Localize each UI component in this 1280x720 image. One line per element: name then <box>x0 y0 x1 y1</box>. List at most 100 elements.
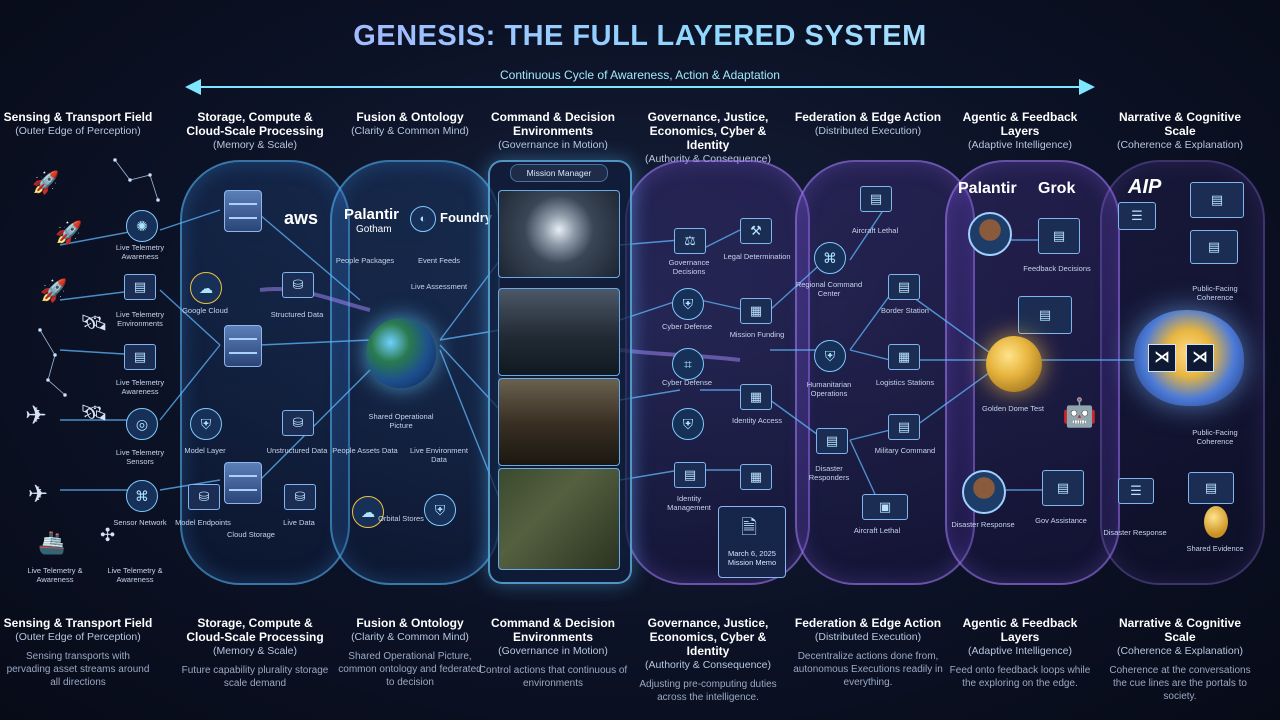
label-cyber-defense: Cyber Defense <box>661 322 713 331</box>
label-live-telemetry: Live Telemetry Awareness <box>115 243 165 261</box>
label-legal-determination: Legal Determination <box>723 252 791 261</box>
layer-title: Fusion & Ontology <box>356 110 464 124</box>
layer-title: Command & Decision Environments <box>490 616 616 644</box>
monitor-icon: ▤ <box>860 186 892 212</box>
label-mission-funding: Mission Funding <box>729 330 785 339</box>
label-event-feeds: Event Feeds <box>417 256 461 265</box>
layer-title: Sensing & Transport Field <box>3 110 153 124</box>
label-model-layer: Model Layer <box>184 446 226 455</box>
monitor-icon: ▤ <box>888 274 920 300</box>
grok-logo: Grok <box>1038 180 1076 197</box>
rocket-icon: 🚀 <box>32 170 60 195</box>
layer-subtitle: (Coherence & Explanation) <box>1116 645 1244 657</box>
chat-bubble-icon: ☰ <box>1118 202 1156 230</box>
server-icon <box>224 325 262 367</box>
database-icon: ⛁ <box>284 484 316 510</box>
layer-title: Command & Decision Environments <box>490 110 616 138</box>
brain-icon: ⋊ ⋊ <box>1134 310 1244 406</box>
label-humanitarian: Humanitarian Operations <box>806 380 852 398</box>
satellite-icon: 🛰 <box>80 310 108 335</box>
label-sensor-network: Sensor Network <box>113 518 167 527</box>
cycle-label: Continuous Cycle of Awareness, Action & … <box>500 68 780 82</box>
label-border-station: Border Station <box>881 306 929 315</box>
monitor-icon: ▤ <box>816 428 848 454</box>
layer-title: Fusion & Ontology <box>356 616 464 630</box>
layer-description: Future capability plurality storage scal… <box>181 665 329 689</box>
x-ai-logo-icon: ⋊ <box>1186 344 1214 372</box>
vehicle-icon: ▣ <box>862 494 908 520</box>
layer-title: Federation & Edge Action <box>794 616 942 630</box>
map-feed[interactable] <box>498 468 620 570</box>
shield-icon: ⛨ <box>190 408 222 440</box>
layer-header-fusion: Fusion & Ontology (Clarity & Common Mind… <box>335 110 485 138</box>
label-people-assets: People Assets Data <box>332 446 398 455</box>
layer-title: Agentic & Feedback Layers <box>962 616 1078 644</box>
layer-subtitle: (Coherence & Explanation) <box>1116 139 1244 151</box>
label-disaster-response: Disaster Response <box>951 520 1015 529</box>
agent-avatar <box>968 212 1012 256</box>
aws-logo: aws <box>284 208 319 228</box>
layer-title: Federation & Edge Action <box>794 110 942 124</box>
monitor-icon: ▤ <box>1190 230 1238 264</box>
google-cloud-icon: ☁ <box>190 272 222 304</box>
tactical-feed[interactable] <box>498 378 620 466</box>
constellation-lines <box>38 158 160 397</box>
label-live-environment: Live Environment Data <box>410 446 468 464</box>
memo-document[interactable]: 🗎 March 6, 2025 Mission Memo <box>718 506 786 578</box>
layer-footer-governance: Governance, Justice, Economics, Cyber & … <box>633 616 783 704</box>
layer-footer-fusion: Fusion & Ontology (Clarity & Common Mind… <box>335 616 485 689</box>
label-aircraft: Aircraft Lethal <box>851 226 899 235</box>
server-icon <box>224 190 262 232</box>
foundry-logo: Foundry <box>440 210 492 225</box>
label-gov-decisions: Governance Decisions <box>668 258 710 276</box>
database-icon: ⛁ <box>282 272 314 298</box>
monitor-icon: ▤ <box>888 414 920 440</box>
label-cloud-storage: Cloud Storage <box>227 530 275 539</box>
aircraft-icon: ✈ <box>28 481 49 508</box>
layer-header-federation: Federation & Edge Action (Distributed Ex… <box>793 110 943 138</box>
operations-feed[interactable] <box>498 288 620 376</box>
monitor-icon: ▤ <box>1188 472 1234 504</box>
id-card-icon: ▦ <box>740 298 772 324</box>
layer-title: Governance, Justice, Economics, Cyber & … <box>647 616 769 658</box>
label-military-command: Military Command <box>874 446 936 455</box>
layer-title: Governance, Justice, Economics, Cyber & … <box>647 110 769 152</box>
label-memo: March 6, 2025 Mission Memo <box>727 549 777 567</box>
layer-subtitle: (Clarity & Common Mind) <box>351 631 469 643</box>
label-public-coherence: Public-Facing Coherence <box>1192 284 1238 302</box>
egg-icon <box>1204 506 1228 538</box>
golden-dome-icon <box>986 336 1042 392</box>
layer-description: Feed onto feedback loops while the explo… <box>949 665 1091 689</box>
x-ai-logo-icon: ⋊ <box>1148 344 1176 372</box>
ship-icon: 🚢 <box>38 530 66 555</box>
label-disaster-response: Disaster Response <box>1103 528 1167 537</box>
layer-subtitle: (Governance in Motion) <box>498 139 608 151</box>
satellite-icon: 🛰 <box>80 400 108 425</box>
label-gov-assistance: Gov Assistance <box>1035 516 1087 525</box>
network-icon: ⌘ <box>814 242 846 274</box>
layer-header-storage: Storage, Compute & Cloud-Scale Processin… <box>180 110 330 152</box>
gotham-label: Gotham <box>356 224 392 235</box>
label-public-coherence: Public-Facing Coherence <box>1192 428 1238 446</box>
layer-footer-command: Command & Decision Environments (Governa… <box>478 616 628 690</box>
layer-description: Sensing transports with pervading asset … <box>6 651 150 688</box>
network-icon: ⌗ <box>672 348 704 380</box>
label-google-cloud: Google Cloud <box>182 306 228 315</box>
google-cloud-icon: ☁ <box>352 496 384 528</box>
layer-title: Storage, Compute & Cloud-Scale Processin… <box>186 110 324 138</box>
palantir-logo: Palantir <box>344 206 400 223</box>
label-live-telemetry: Live Telemetry Sensors <box>115 448 165 466</box>
label-unstructured-data: Unstructured Data <box>266 446 328 455</box>
label-regional-command: Regional Command Center <box>795 280 863 298</box>
layer-subtitle: (Outer Edge of Perception) <box>15 125 141 137</box>
hurricane-feed[interactable] <box>498 190 620 278</box>
layer-description: Shared Operational Picture, common ontol… <box>338 651 482 688</box>
radar-icon: ✺ <box>126 210 158 242</box>
id-card-icon: ▦ <box>740 384 772 410</box>
drone-icon: ✣ <box>100 525 116 545</box>
robot-icon: 🤖 <box>1062 397 1097 428</box>
label-model-endpoints: Model Endpoints <box>175 518 231 527</box>
layer-title: Narrative & Cognitive Scale <box>1118 110 1242 138</box>
shield-icon: ⛨ <box>672 408 704 440</box>
